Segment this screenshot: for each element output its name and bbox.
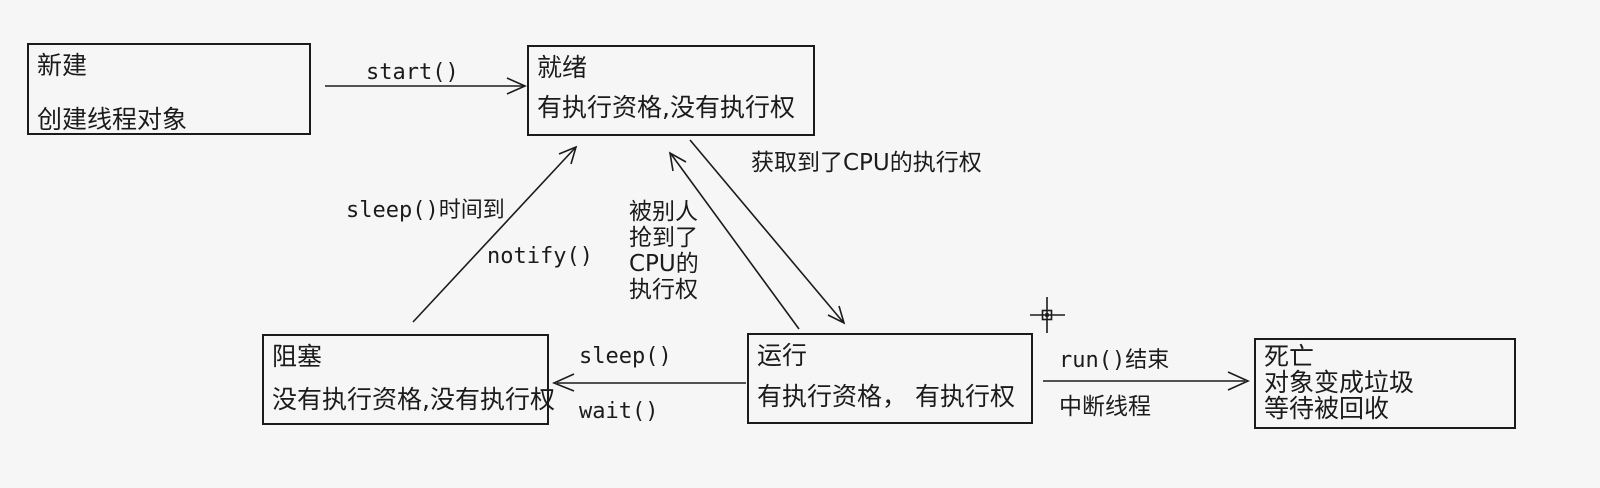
state-box-new: 新建 创建线程对象 bbox=[27, 43, 311, 135]
edge-label-interrupt: 中断线程 bbox=[1059, 394, 1151, 420]
state-title-blocked: 阻塞 bbox=[272, 342, 323, 371]
state-subtitle-ready: 有执行资格,没有执行权 bbox=[537, 93, 795, 122]
state-box-blocked: 阻塞 没有执行资格,没有执行权 bbox=[262, 334, 555, 425]
edge-label-preempted-line1: 被别人 bbox=[629, 199, 698, 225]
edge-label-preempted-line3: CPU的 bbox=[629, 251, 699, 277]
edge-label-sleep: sleep() bbox=[579, 344, 672, 369]
state-title-ready: 就绪 bbox=[537, 53, 588, 82]
state-title-running: 运行 bbox=[757, 341, 808, 370]
edge-label-wait: wait() bbox=[579, 399, 659, 424]
edge-label-preempted-line4: 执行权 bbox=[629, 277, 698, 303]
state-subtitle-blocked: 没有执行资格,没有执行权 bbox=[272, 385, 555, 414]
edge-label-preempted-line2: 抢到了 bbox=[629, 225, 698, 251]
edge-label-notify: notify() bbox=[487, 244, 593, 269]
arrow-new-to-ready bbox=[325, 77, 527, 95]
state-box-ready: 就绪 有执行资格,没有执行权 bbox=[527, 45, 815, 136]
arrow-running-to-blocked bbox=[551, 373, 746, 392]
edge-label-start: start() bbox=[366, 60, 459, 85]
edge-label-run-end: run()结束 bbox=[1059, 348, 1170, 373]
state-line2-dead: 等待被回收 bbox=[1264, 394, 1390, 423]
arrow-running-to-ready bbox=[668, 151, 800, 330]
state-subtitle-running: 有执行资格， 有执行权 bbox=[757, 382, 1015, 411]
state-line1-dead: 对象变成垃圾 bbox=[1264, 368, 1415, 397]
state-box-dead: 死亡 对象变成垃圾 等待被回收 bbox=[1254, 338, 1516, 429]
edge-label-preempted: 被别人 抢到了 CPU的 执行权 bbox=[629, 199, 699, 303]
state-title-new: 新建 bbox=[37, 51, 88, 80]
arrow-ready-to-running bbox=[689, 139, 846, 325]
arrow-running-to-dead bbox=[1043, 371, 1250, 391]
crosshair-cursor-icon bbox=[1030, 297, 1065, 333]
edge-label-acquire-cpu: 获取到了CPU的执行权 bbox=[751, 150, 982, 176]
edge-label-sleep-timeout: sleep()时间到 bbox=[346, 198, 505, 223]
state-box-running: 运行 有执行资格， 有执行权 bbox=[747, 333, 1033, 424]
state-subtitle-new: 创建线程对象 bbox=[37, 105, 188, 134]
arrow-blocked-to-ready bbox=[412, 145, 578, 323]
state-title-dead: 死亡 bbox=[1264, 342, 1315, 371]
